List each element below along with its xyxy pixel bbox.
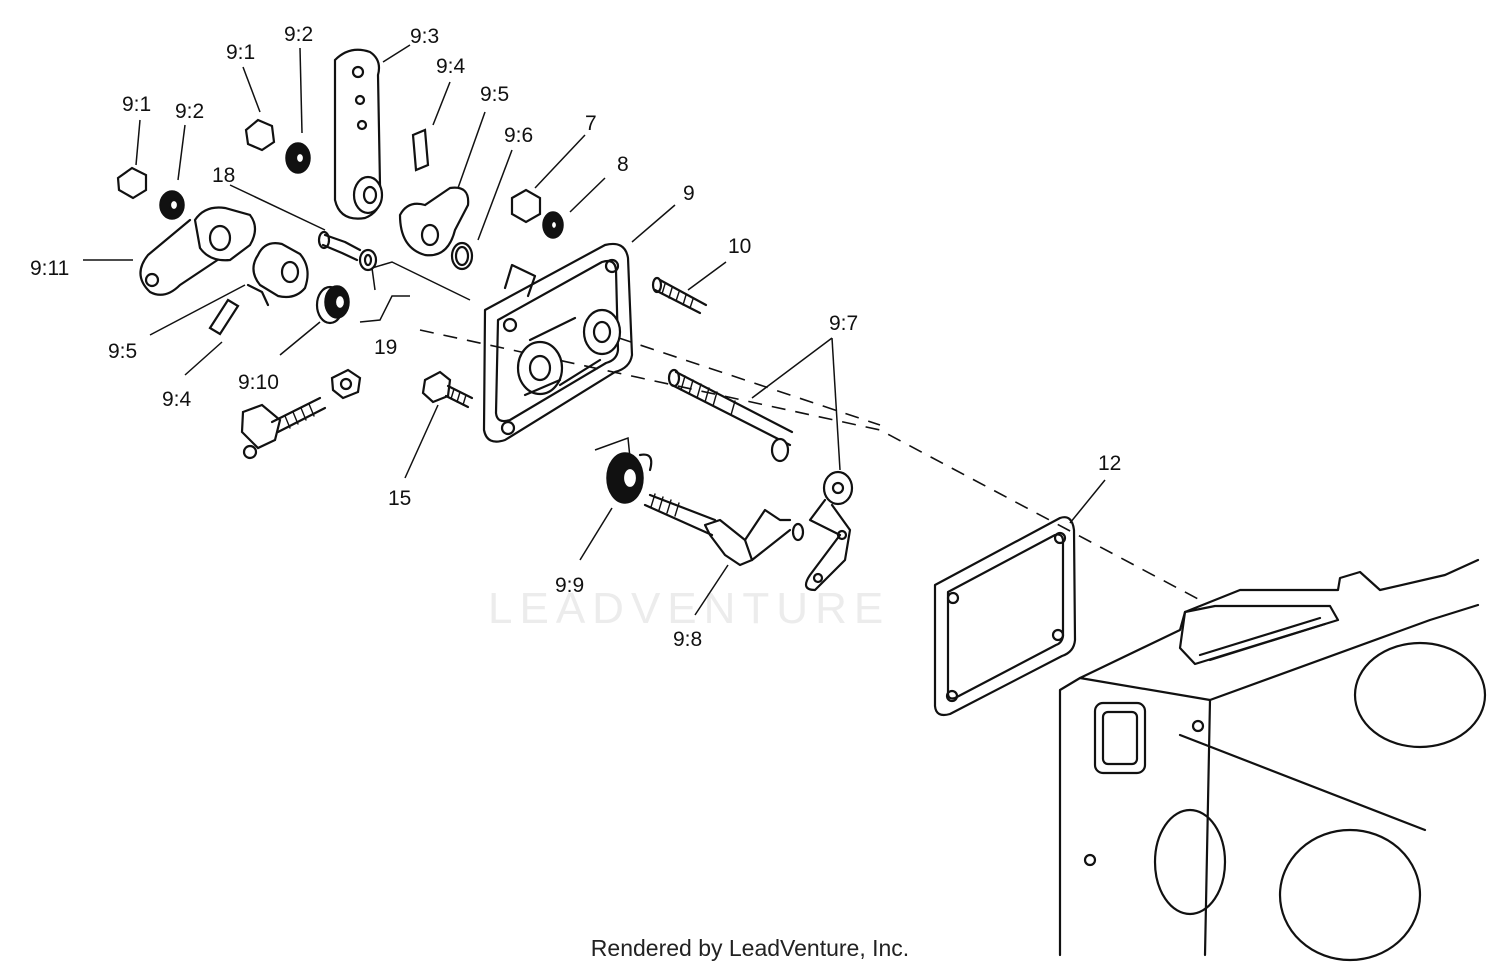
governor-housing-9 bbox=[482, 242, 634, 443]
callout-9-4-top: 9:4 bbox=[436, 55, 466, 78]
callout-7: 7 bbox=[585, 112, 597, 135]
callout-9: 9 bbox=[683, 182, 695, 205]
callout-9-4-left: 9:4 bbox=[162, 388, 192, 411]
governor-shaft-9-7 bbox=[667, 368, 794, 463]
bushing-9-10 bbox=[315, 285, 350, 325]
callout-9-10: 9:10 bbox=[238, 371, 279, 394]
crank-9-8 bbox=[643, 493, 805, 567]
leader-lines bbox=[83, 44, 1106, 616]
bolt-18 bbox=[317, 230, 378, 272]
stud-10 bbox=[651, 276, 708, 315]
callout-8: 8 bbox=[617, 153, 629, 176]
lever-9-7 bbox=[804, 470, 854, 592]
callout-10: 10 bbox=[728, 235, 752, 258]
arm-9-3 bbox=[244, 48, 384, 220]
callout-9-5-left: 9:5 bbox=[108, 340, 138, 363]
callout-9-6: 9:6 bbox=[504, 124, 534, 147]
callout-12: 12 bbox=[1098, 452, 1122, 475]
screw-assembly-9-10 bbox=[240, 368, 362, 460]
callout-19: 19 bbox=[374, 336, 398, 359]
clamp-9-5-left bbox=[208, 242, 309, 336]
callout-15: 15 bbox=[388, 487, 412, 510]
callout-9-5-top: 9:5 bbox=[480, 83, 510, 106]
nut-7-washer-8 bbox=[510, 188, 564, 239]
callout-9-7: 9:7 bbox=[829, 312, 859, 335]
engine-block bbox=[1058, 558, 1487, 962]
callout-9-2-left: 9:2 bbox=[175, 100, 205, 123]
callout-9-8: 9:8 bbox=[673, 628, 703, 651]
clamp-9-5-top bbox=[398, 128, 474, 271]
center-line bbox=[419, 329, 1201, 601]
screw-15 bbox=[421, 370, 474, 409]
callout-9-1-left: 9:1 bbox=[122, 93, 152, 116]
gear-9-9 bbox=[606, 452, 653, 504]
callout-18: 18 bbox=[212, 164, 236, 187]
watermark-text: LEADVENTURE bbox=[488, 584, 891, 633]
callout-9-11: 9:11 bbox=[30, 257, 70, 280]
callout-9-2-top: 9:2 bbox=[284, 23, 314, 46]
callout-9-3: 9:3 bbox=[410, 25, 440, 48]
lever-9-11 bbox=[116, 166, 257, 296]
callout-9-9: 9:9 bbox=[555, 574, 585, 597]
center-line bbox=[594, 329, 881, 426]
gasket-12 bbox=[933, 516, 1077, 717]
callout-9-1-top: 9:1 bbox=[226, 41, 256, 64]
credit-footer: Rendered by LeadVenture, Inc. bbox=[590, 935, 910, 961]
